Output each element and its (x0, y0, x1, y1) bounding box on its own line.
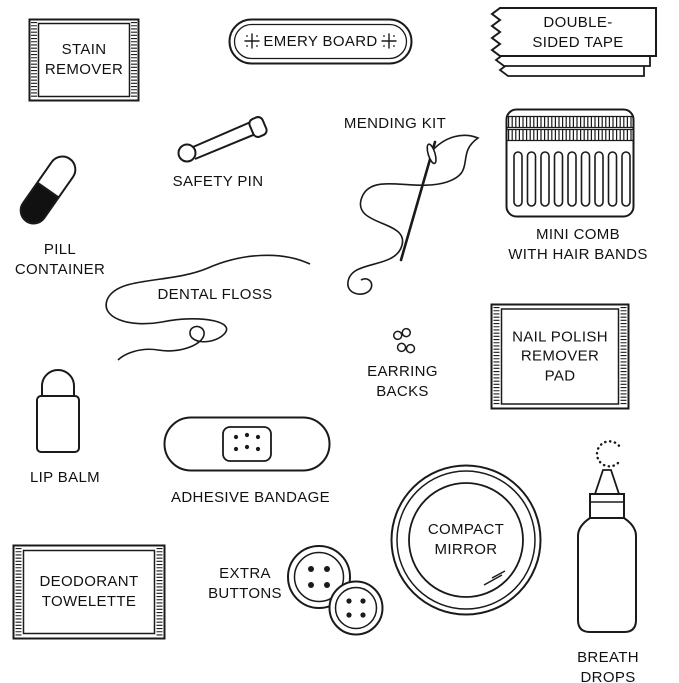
deodorant-towelette-icon (12, 544, 166, 640)
double-sided-tape-label: DOUBLE- SIDED TAPE (532, 14, 624, 51)
adhesive-bandage-label: ADHESIVE BANDAGE (158, 488, 343, 508)
compact-mirror-icon (390, 464, 542, 616)
mirror-shine-icon (483, 570, 506, 586)
safety-pin-label: SAFETY PIN (158, 172, 278, 192)
dental-floss (90, 248, 315, 366)
compact-mirror: COMPACT MIRROR (388, 462, 544, 618)
nail-polish-pad-icon (490, 303, 630, 410)
double-sided-tape: DOUBLE- SIDED TAPE (478, 6, 658, 80)
mini-comb-label: MINI COMB WITH HAIR BANDS (498, 225, 658, 265)
extra-buttons-label: EXTRA BUTTONS (195, 564, 295, 604)
mini-comb-icon (505, 108, 635, 218)
adhesive-bandage-icon (163, 416, 331, 472)
stain-remover-label: STAIN REMOVER (44, 41, 124, 78)
breath-drops-icon (577, 440, 637, 633)
mending-kit-icon (347, 134, 480, 295)
double-sided-tape-icon (490, 7, 657, 77)
lip-balm-icon (36, 369, 80, 453)
extra-buttons-icon (287, 545, 384, 636)
earring-backs-label: EARRING BACKS (355, 362, 450, 402)
breath-drops-label: BREATH DROPS (558, 648, 658, 683)
deodorant-towelette-label: DEODORANT TOWELETTE (39, 573, 139, 610)
pill-container (13, 138, 83, 238)
bandage-pad-dots-icon (233, 432, 261, 452)
lip-balm (30, 356, 86, 456)
comb-teeth-icon (513, 151, 631, 207)
sparkle-right-icon (381, 33, 397, 49)
extra-buttons (282, 544, 388, 640)
stain-remover-packet-icon (28, 18, 140, 102)
mending-kit (335, 128, 485, 296)
emery-board: EMERY BOARD (228, 18, 413, 65)
lip-balm-label: LIP BALM (20, 468, 110, 488)
adhesive-bandage (163, 416, 331, 472)
emery-board-label: EMERY BOARD (263, 32, 378, 50)
pill-container-icon (19, 155, 77, 225)
nail-polish-pad-packet: NAIL POLISH REMOVER PAD (490, 303, 630, 410)
earring-backs-icon (392, 327, 416, 354)
mending-kit-label: MENDING KIT (330, 114, 460, 134)
safety-pin-icon (177, 116, 268, 163)
earring-backs (390, 326, 426, 360)
spray-mist-icon (595, 440, 623, 468)
emery-board-icon (228, 18, 413, 65)
nail-polish-pad-label: NAIL POLISH REMOVER PAD (512, 327, 608, 385)
dental-floss-icon (105, 254, 311, 361)
mini-comb (505, 108, 635, 218)
compact-mirror-label: COMPACT MIRROR (427, 521, 505, 558)
breath-drops (572, 436, 652, 646)
pill-container-label: PILL CONTAINER (5, 240, 115, 280)
stain-remover-packet: STAIN REMOVER (28, 18, 140, 102)
sparkle-left-icon (244, 33, 260, 49)
safety-pin (170, 108, 270, 166)
dental-floss-label: DENTAL FLOSS (145, 285, 285, 305)
deodorant-towelette-packet: DEODORANT TOWELETTE (12, 544, 166, 640)
